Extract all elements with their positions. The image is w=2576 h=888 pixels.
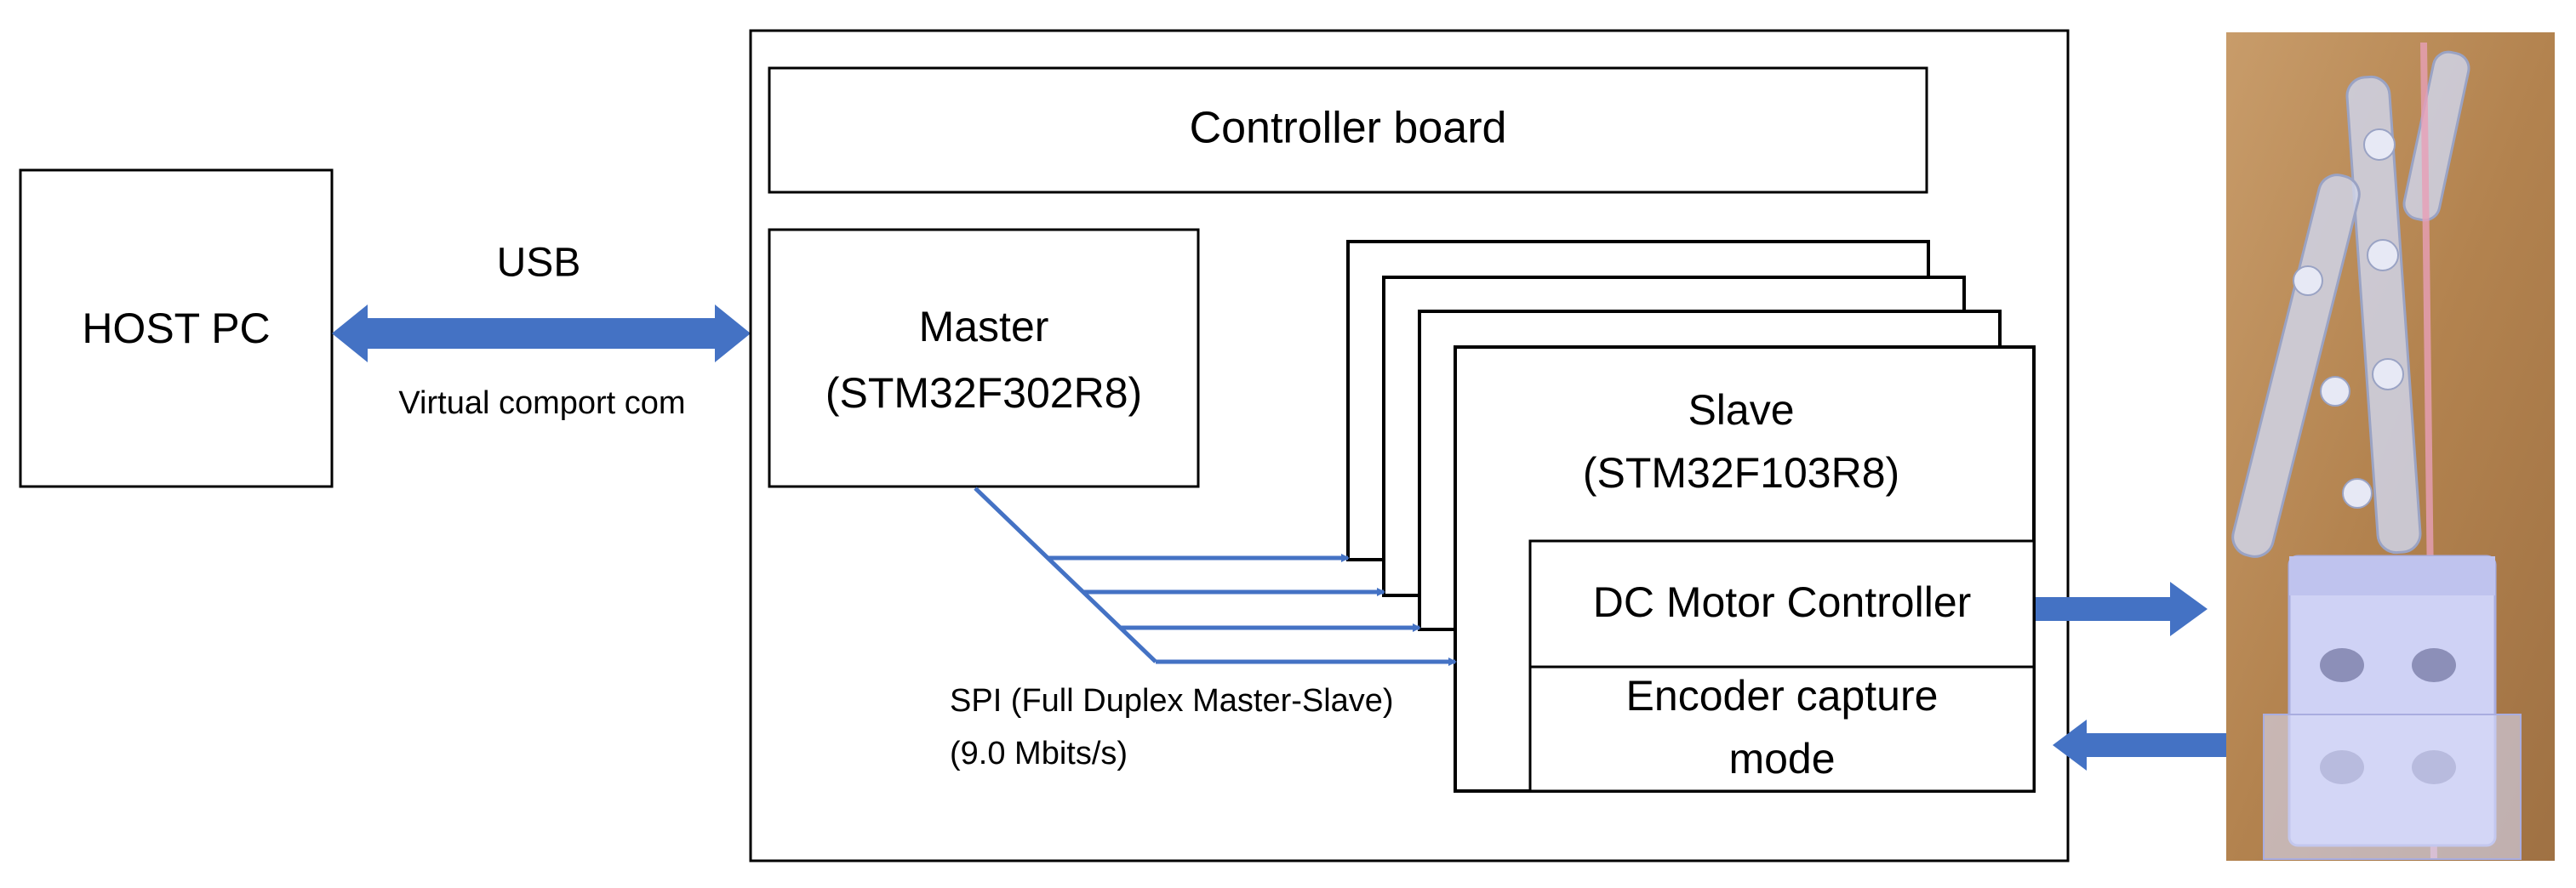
master-label: Master: [919, 303, 1049, 350]
encoder-capture-mode-label: mode: [1728, 735, 1835, 783]
spi-trunk: [974, 487, 1157, 663]
encoder-feedback-arrow: [2053, 720, 2226, 771]
slave-chip-label: (STM32F103R8): [1583, 449, 1899, 497]
usb-link: USB Virtual comport com: [332, 241, 751, 421]
motor-output-arrow: [2036, 582, 2208, 636]
controller-board-title-box: Controller board: [768, 66, 1928, 194]
host-pc-label: HOST PC: [82, 305, 270, 352]
usb-sublabel: Virtual comport com: [398, 385, 685, 421]
controller-board-label: Controller board: [1190, 104, 1507, 153]
encoder-capture-block: Encoder capture mode: [1528, 665, 2036, 793]
dc-motor-controller-block: DC Motor Controller: [1528, 539, 2036, 669]
slave-label: Slave: [1688, 386, 1794, 434]
master-block: Master (STM32F302R8): [768, 228, 1200, 488]
master-chip-label: (STM32F302R8): [825, 369, 1142, 417]
encoder-capture-label: Encoder capture: [1626, 672, 1939, 720]
usb-double-arrow: [332, 305, 751, 362]
dc-motor-controller-label: DC Motor Controller: [1593, 578, 1972, 626]
spi-speed-label: (9.0 Mbits/s): [950, 736, 1128, 771]
host-pc-block: HOST PC: [19, 168, 334, 488]
robotic-hand-photo: [2226, 32, 2555, 861]
usb-label: USB: [497, 241, 581, 286]
spi-lines: [974, 487, 1457, 666]
spi-label: SPI (Full Duplex Master-Slave): [950, 683, 1394, 719]
